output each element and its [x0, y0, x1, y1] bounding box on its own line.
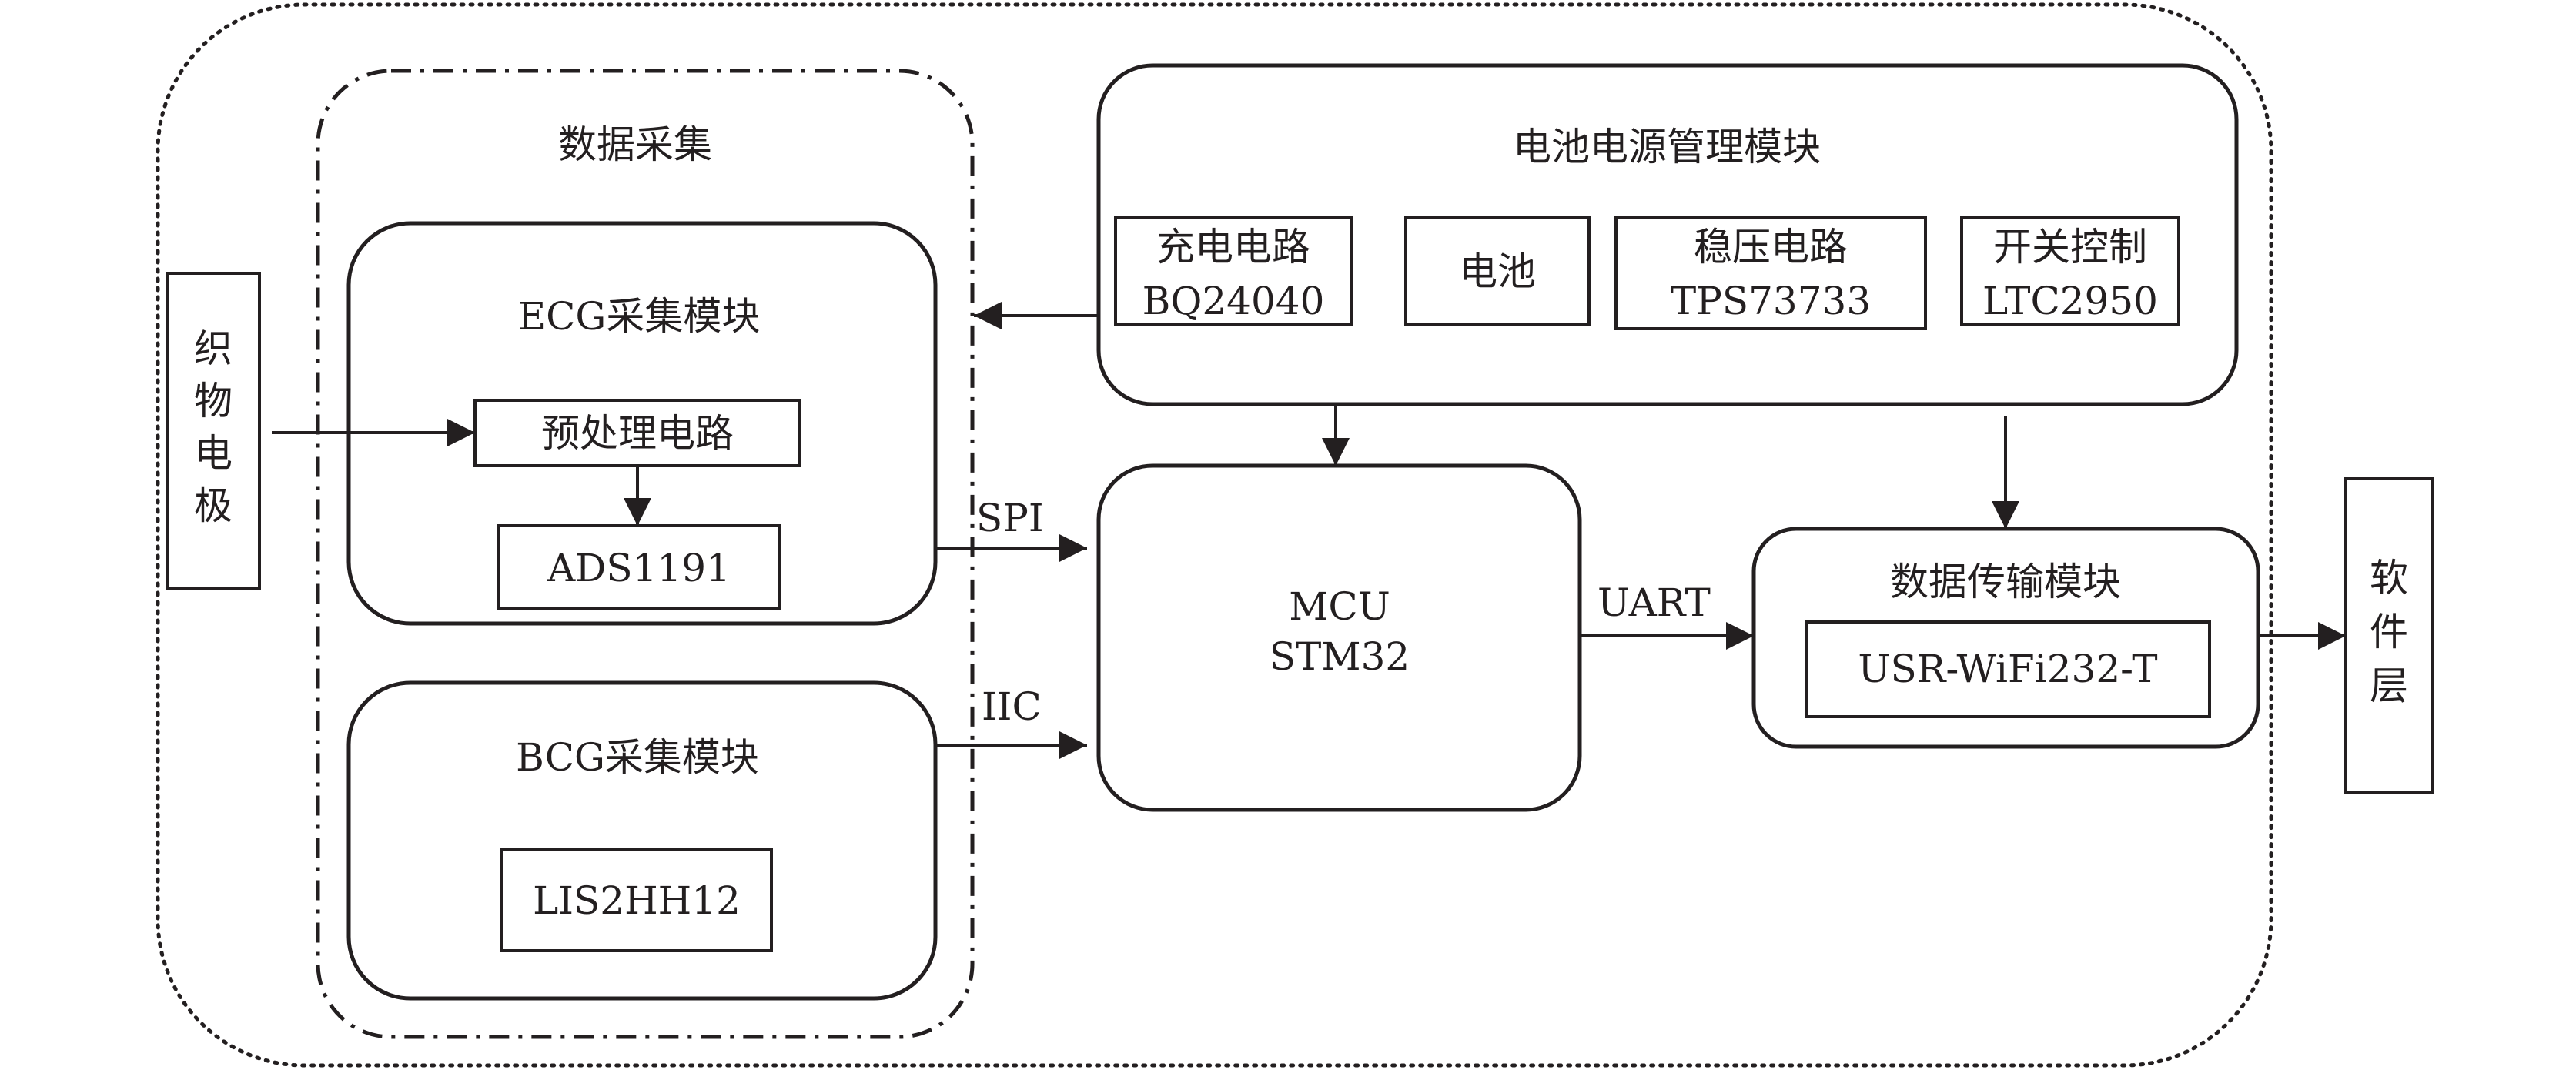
bcg-module-box — [346, 680, 938, 1001]
ecg-module-title: ECG采集模块 — [518, 294, 761, 339]
mcu-label: MCU — [1289, 584, 1390, 629]
regulator-box — [1614, 216, 1927, 330]
regulator-chip: TPS73733 — [1671, 279, 1871, 323]
power-module-box — [1096, 63, 2239, 406]
wifi-module-label: USR-WiFi232-T — [1858, 647, 2157, 691]
wifi-module-box — [1805, 620, 2211, 718]
spi-label: SPI — [976, 496, 1044, 540]
data-acquisition-group — [316, 69, 975, 1039]
preprocess-label: 预处理电路 — [541, 411, 734, 456]
mcu-box — [1096, 463, 1582, 812]
fabric-electrode-box — [166, 272, 261, 590]
electrode-char-1: 织 — [194, 326, 233, 371]
electrode-char-2: 物 — [194, 379, 233, 423]
switch-control-label: 开关控制 — [1993, 225, 2147, 269]
switch-control-chip: LTC2950 — [1982, 279, 2158, 323]
charge-circuit-label: 充电电路 — [1156, 225, 1310, 269]
software-char-3: 层 — [2370, 664, 2408, 708]
ecg-module-box — [346, 221, 938, 626]
battery-label: 电池 — [1459, 249, 1536, 294]
iic-label: IIC — [982, 684, 1042, 729]
system-boundary — [156, 2, 2273, 1068]
software-char-1: 软 — [2370, 556, 2408, 600]
electrode-char-3: 电 — [194, 431, 233, 476]
ads1191-label: ADS1191 — [547, 546, 731, 590]
uart-label: UART — [1597, 580, 1711, 625]
lis2hh12-box — [500, 848, 773, 952]
charge-circuit-chip: BQ24040 — [1142, 279, 1325, 323]
power-module-title: 电池电源管理模块 — [1513, 125, 1821, 169]
transmission-module-title: 数据传输模块 — [1890, 560, 2121, 604]
software-char-2: 件 — [2370, 610, 2408, 654]
data-acquisition-title: 数据采集 — [558, 122, 712, 167]
switch-control-box — [1960, 216, 2180, 326]
charge-circuit-box — [1114, 216, 1353, 326]
electrode-char-4: 极 — [194, 483, 233, 528]
battery-box — [1404, 216, 1591, 326]
regulator-label: 稳压电路 — [1694, 225, 1848, 269]
mcu-chip: STM32 — [1270, 634, 1410, 679]
bcg-module-title: BCG采集模块 — [516, 735, 759, 780]
lis2hh12-label: LIS2HH12 — [533, 878, 741, 923]
